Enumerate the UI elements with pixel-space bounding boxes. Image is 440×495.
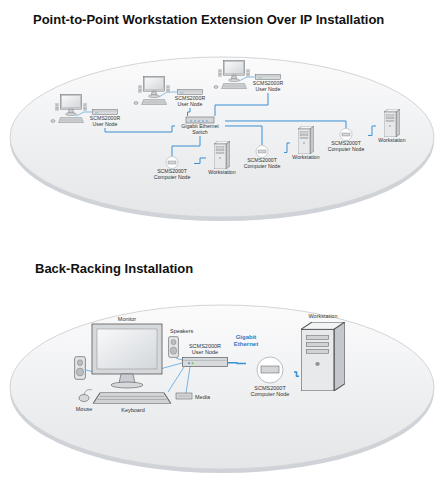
- user-node-device: [177, 89, 202, 94]
- part-label: Keyboard: [121, 407, 145, 413]
- user-node: SCMS2000R User Node: [171, 88, 209, 108]
- monitor-screen: [97, 329, 157, 369]
- workstation-tower: [384, 109, 400, 137]
- ethernet-cable: [225, 126, 262, 145]
- peripheral-cable: [186, 367, 190, 393]
- monitor-icon: [60, 94, 81, 115]
- speaker-icon: [169, 337, 179, 358]
- media-slot: [178, 396, 190, 397]
- monitor-stand: [119, 374, 135, 383]
- speaker-icon: [75, 357, 86, 380]
- peripheral-cable: [76, 112, 92, 116]
- node-label: SCMS2000T Computer Node: [242, 158, 282, 170]
- user-node-device: [255, 74, 280, 79]
- workstation: Workstation: [290, 125, 322, 161]
- switch-device: [186, 117, 214, 123]
- workstation: Workstation: [206, 140, 238, 176]
- node-label: Workstation: [378, 138, 407, 144]
- mouse-icon: [134, 102, 138, 105]
- node-label: Workstation: [208, 170, 237, 176]
- peripheral-cable: [160, 363, 182, 369]
- computer-node: SCMS2000T Computer Node: [240, 145, 284, 170]
- mouse-cable: [84, 390, 92, 395]
- computer-node: SCMS2000T Computer Node: [246, 355, 294, 398]
- ethernet-cable: [215, 93, 268, 116]
- section-heading: Back-Racking Installation: [35, 262, 193, 277]
- node-label: SCMS2000T Computer Node: [248, 385, 292, 398]
- computer-node-lens: [340, 129, 352, 141]
- computer-node-lens: [166, 157, 178, 169]
- edge-label: Gigabit Ethernet: [229, 334, 263, 348]
- ethernet-cable: [172, 136, 200, 156]
- computer-node: SCMS2000T Computer Node: [150, 156, 194, 181]
- keyboard-icon: [141, 99, 166, 104]
- computer-node-device: [168, 161, 176, 164]
- workstation-tower: [214, 141, 230, 169]
- speaker-icon: [138, 85, 142, 93]
- user-node: SCMS2000R User Node: [182, 343, 228, 368]
- node-label: SCMS2000R User Node: [251, 81, 285, 93]
- node-label: Workstation: [292, 155, 321, 161]
- keyboard-icon: [58, 117, 83, 122]
- speaker-icon: [246, 69, 250, 77]
- node-label: SCMS2000R User Node: [173, 96, 207, 108]
- platform: [10, 57, 434, 217]
- workstation: Workstation: [376, 108, 408, 144]
- workstation-tower: [301, 322, 345, 391]
- speaker-icon: [218, 69, 222, 77]
- monitor-base: [111, 382, 143, 388]
- computer-node-lens: [256, 146, 268, 158]
- workstation-tower: [298, 126, 314, 154]
- computer-node-device: [258, 150, 266, 153]
- user-node-device: [183, 358, 228, 367]
- monitor-icon: [223, 60, 244, 81]
- node-label: SCMS2000T Computer Node: [152, 169, 192, 181]
- main-heading: Point-to-Point Workstation Extension Ove…: [33, 13, 384, 28]
- switch-ports: [190, 121, 208, 122]
- mouse-icon: [79, 395, 89, 402]
- ethernet-cable: [194, 158, 206, 163]
- peripheral-cable: [239, 77, 255, 81]
- media-icon: [176, 393, 192, 399]
- part-label: Mouse: [76, 406, 93, 412]
- mouse-icon: [214, 86, 218, 89]
- ethernet-cable: [188, 108, 191, 116]
- ethernet-cable: [225, 121, 346, 128]
- monitor-body: [92, 324, 162, 374]
- keyboard-icon: [221, 83, 246, 88]
- ethernet-cable: [228, 362, 246, 364]
- peripheral-cable: [168, 367, 184, 392]
- keyboard-icon: [93, 393, 170, 404]
- platform: [10, 305, 434, 469]
- part-label: Monitor: [118, 316, 136, 322]
- user-node: SCMS2000R User Node: [86, 108, 124, 128]
- peripheral-cable: [176, 358, 182, 360]
- part-label: Media: [195, 394, 210, 400]
- speaker-icon: [83, 103, 87, 111]
- node-label: SCMS2000R User Node: [88, 116, 122, 128]
- mouse-icon: [51, 120, 55, 123]
- computer-node-device: [261, 366, 279, 373]
- ethernet-switch: Gigabit Ethernet Switch: [175, 116, 225, 136]
- node-label: SCMS2000T Computer Node: [326, 141, 366, 153]
- node-label: Workstation: [308, 313, 338, 319]
- part-label: Speakers: [170, 328, 193, 334]
- monitor-icon: [143, 76, 164, 97]
- ethernet-cable: [294, 372, 299, 376]
- computer-node-device: [342, 133, 350, 136]
- workstation: Workstation: [299, 313, 347, 397]
- computer-node-lens: [257, 357, 283, 383]
- speaker-icon: [166, 85, 170, 93]
- user-node-device: [92, 109, 117, 114]
- ethernet-cable: [368, 126, 376, 135]
- node-label: SCMS2000R User Node: [186, 343, 224, 356]
- ethernet-cable: [284, 143, 290, 152]
- speaker-icon: [55, 103, 59, 111]
- computer-node: SCMS2000T Computer Node: [324, 128, 368, 153]
- user-node: SCMS2000R User Node: [249, 73, 287, 93]
- node-label: Gigabit Ethernet Switch: [177, 124, 223, 136]
